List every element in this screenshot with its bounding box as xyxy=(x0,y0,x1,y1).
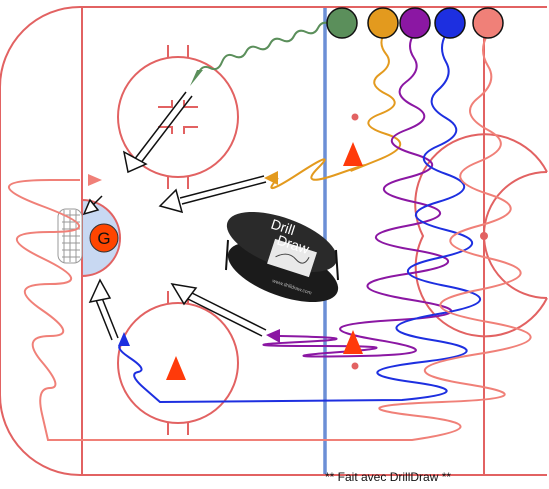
center-faceoff-dot xyxy=(480,232,488,240)
cone-icon-middle xyxy=(343,330,363,354)
player-orange xyxy=(367,7,399,39)
goalie-label: G xyxy=(97,229,110,248)
watermark-text: ** Fait avec DrillDraw ** xyxy=(325,470,452,484)
pass-arrows xyxy=(82,91,267,341)
purple-skate-path xyxy=(262,33,453,358)
pass-arrow-orange xyxy=(179,175,267,205)
pass-arrow-green xyxy=(133,91,193,165)
orange-skate-path xyxy=(270,33,401,189)
player-row xyxy=(326,7,504,39)
pass-arrow-purple xyxy=(185,291,267,337)
player-green xyxy=(326,7,358,39)
purple-arrowhead xyxy=(266,329,280,343)
cone-icon-bottom xyxy=(166,356,186,380)
orange-arrowhead xyxy=(264,171,278,185)
salmon-arrowhead xyxy=(88,174,102,186)
rink-boards xyxy=(0,6,547,476)
player-purple xyxy=(399,7,431,39)
goalie-marker xyxy=(89,223,119,253)
blue-arrowhead xyxy=(118,332,130,346)
cone-icon-top xyxy=(343,142,363,166)
neutral-zone-dot-bottom xyxy=(351,362,359,370)
neutral-zone-dot-top xyxy=(351,113,359,121)
pass-arrow-blue xyxy=(95,297,119,341)
green-skate-path xyxy=(197,21,331,75)
logo-line1: Drill xyxy=(269,216,297,239)
blue-skate-path xyxy=(118,33,482,404)
player-salmon xyxy=(472,7,504,39)
drilldraw-puck-logo: Drill Draw www.drilldraw.com xyxy=(225,211,339,303)
green-arrowhead xyxy=(190,70,203,86)
salmon-skate-path xyxy=(7,33,532,441)
player-blue xyxy=(434,7,466,39)
